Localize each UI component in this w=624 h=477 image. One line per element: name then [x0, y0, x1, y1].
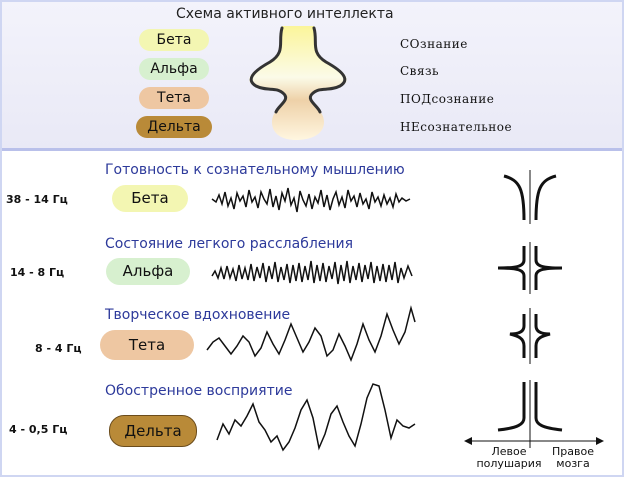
- level-label-link: Связь: [400, 64, 440, 78]
- wave-pill-delta: Дельта: [136, 116, 212, 138]
- wave-pill-theta: Тета: [139, 87, 209, 109]
- freq-beta: 38 - 14 Гц: [6, 193, 68, 206]
- consciousness-funnel: [249, 26, 347, 140]
- row-title-alpha: Состояние легкого расслабления: [105, 236, 354, 252]
- hemisphere-diagram-delta: [497, 380, 563, 436]
- row-pill-delta: Дельта: [109, 415, 197, 447]
- row-pill-beta: Бета: [112, 185, 188, 212]
- level-label-conscious: СОзнание: [400, 37, 468, 51]
- row-title-delta: Обостренное восприятие: [105, 383, 293, 399]
- wave-pill-beta: Бета: [139, 29, 209, 51]
- hemisphere-diagram-alpha: [497, 242, 563, 294]
- freq-theta: 8 - 4 Гц: [35, 342, 82, 355]
- hemisphere-axis: [464, 434, 604, 448]
- axis-label-right: Правое мозга: [552, 445, 594, 470]
- scheme-panel: Схема активного интеллекта Бета Альфа Те…: [2, 2, 622, 151]
- row-pill-theta: Тета: [100, 330, 194, 360]
- wave-trace-theta: [206, 305, 416, 363]
- row-pill-alpha: Альфа: [106, 258, 190, 285]
- level-label-subconscious: ПОДсознание: [400, 92, 495, 106]
- freq-delta: 4 - 0,5 Гц: [9, 423, 68, 436]
- wave-trace-alpha: [211, 260, 413, 285]
- row-title-beta: Готовность к сознательному мышлению: [105, 162, 405, 178]
- level-label-unconscious: НЕсознательное: [400, 120, 513, 134]
- row-title-theta: Творческое вдохновение: [105, 307, 291, 323]
- axis-label-left: Левое полушария: [476, 445, 542, 470]
- wave-trace-beta: [211, 187, 411, 213]
- hemisphere-diagram-beta: [503, 170, 557, 224]
- scheme-title: Схема активного интеллекта: [176, 6, 394, 22]
- wave-trace-delta: [216, 383, 416, 452]
- wave-pill-alpha: Альфа: [139, 58, 209, 80]
- hemisphere-diagram-theta: [509, 308, 551, 364]
- freq-alpha: 14 - 8 Гц: [10, 266, 65, 279]
